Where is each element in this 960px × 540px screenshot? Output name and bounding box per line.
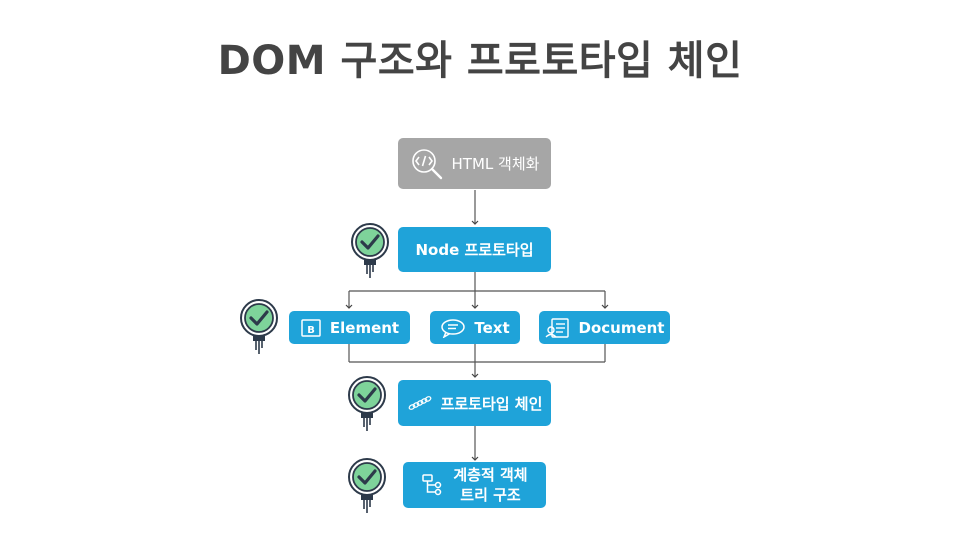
node-prototype-node: Node 프로토타입 (398, 227, 551, 272)
code-search-icon (410, 147, 444, 181)
prototype-chain-label: 프로토타입 체인 (440, 394, 543, 413)
html-object-node: HTML 객체화 (398, 138, 551, 189)
html-object-label: HTML 객체화 (451, 155, 540, 173)
check-badge-icon (348, 376, 386, 431)
tree-structure-label: 계층적 객체 트리 구조 (453, 466, 528, 504)
prototype-chain-node: 프로토타입 체인 (398, 380, 551, 426)
text-node: Text (430, 311, 520, 344)
page-title: DOM 구조와 프로토타입 체인 (217, 38, 743, 84)
element-icon: B (300, 318, 322, 338)
chain-icon (407, 394, 433, 412)
check-badge-icon (348, 458, 386, 513)
node-prototype-label: Node 프로토타입 (415, 241, 534, 259)
document-icon (545, 317, 571, 339)
element-node: B Element (289, 311, 410, 344)
tree-structure-node: 계층적 객체 트리 구조 (403, 462, 546, 508)
element-label: Element (329, 318, 400, 337)
check-badge-icon (240, 299, 278, 354)
check-badge-icon (351, 223, 389, 278)
svg-text:B: B (307, 325, 315, 336)
text-label: Text (474, 318, 510, 337)
tree-icon (421, 473, 445, 497)
document-label: Document (578, 318, 665, 337)
speech-bubble-icon (440, 318, 466, 338)
document-node: Document (539, 311, 670, 344)
